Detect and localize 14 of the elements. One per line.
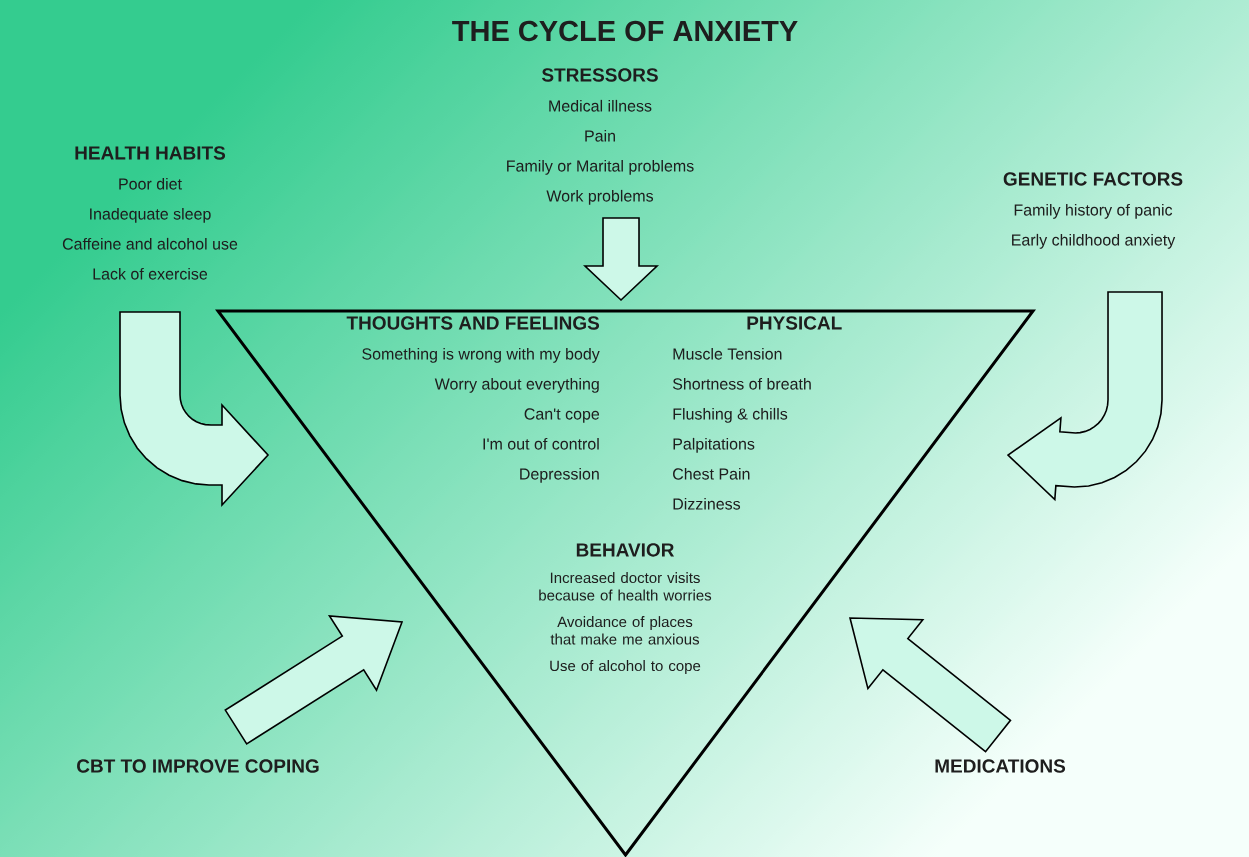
title: THE CYCLE OF ANXIETY (452, 20, 798, 42)
symptom-list: THOUGHTS AND FEELINGS Something is wrong with my body Worry about everything Can't cope I'm out of control Depression (346, 316, 600, 483)
treatment-label: CBT TO IMPROVE COPING (77, 759, 319, 773)
block-arrow (1006, 291, 1163, 502)
block-arrow (224, 614, 404, 745)
treatment-label: MEDICATIONS (935, 759, 1066, 773)
symptom-list: PHYSICAL Muscle Tension Shortness of breath Flushing & chills Palpitations Chest Pain Dizziness (672, 316, 842, 510)
symptom-list: BEHAVIOR Increased doctor visits because of health worries Avoidance of places that make me anxious Use of alcohol to cope (539, 543, 712, 675)
cause-text: HEALTH HABITS Poor diet Inadequate sleep Caffeine and alcohol use Lack of exercise (62, 146, 238, 280)
block-arrow (583, 217, 660, 302)
block-arrow (119, 311, 270, 508)
block-arrow (848, 617, 1012, 753)
cause-text: STRESSORS Medical illness Pain Family or Marital problems Work problems (507, 68, 694, 205)
cause-text: GENETIC FACTORS Family history of panic Early childhood anxiety (1003, 172, 1183, 249)
